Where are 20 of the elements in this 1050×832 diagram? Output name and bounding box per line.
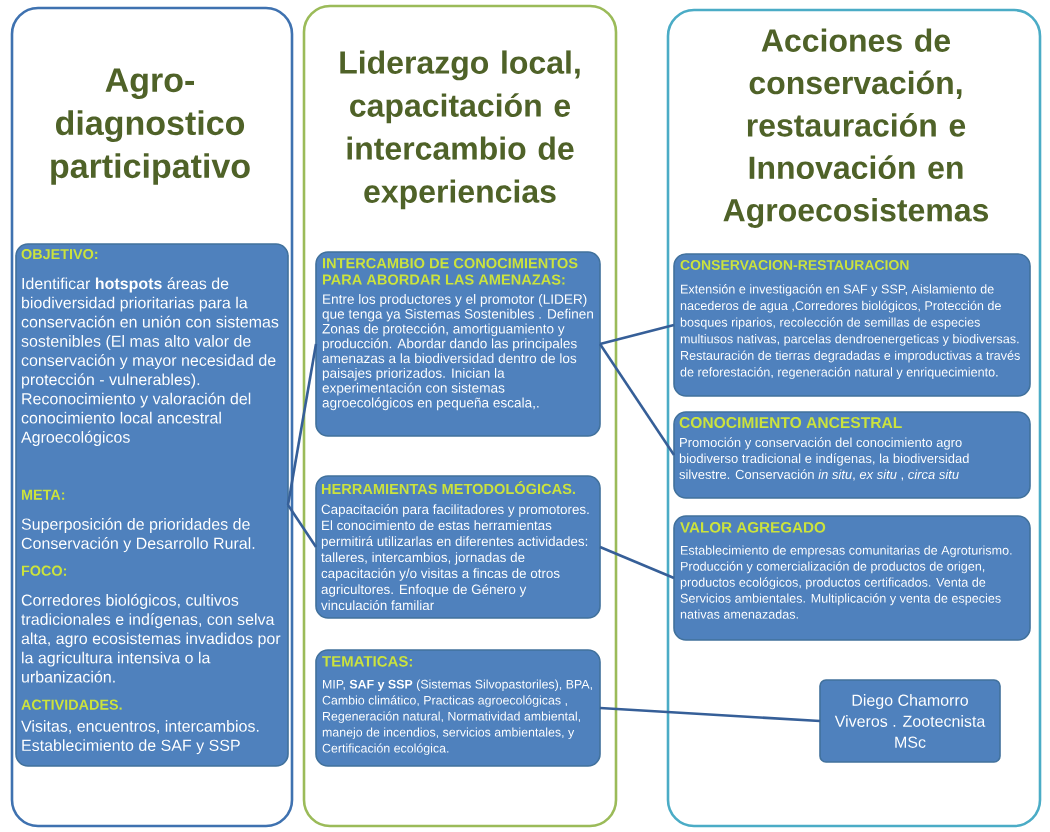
connector-line bbox=[598, 343, 676, 456]
section-text: Superposición de prioridades de Conservación y Desarrollo Rural. bbox=[21, 517, 255, 553]
info-box bbox=[673, 515, 1031, 641]
section-text: Corredores biológicos, cultivos tradicionales e indígenas, con selva alta, agro ecosistemas invadidos por la agricultura intensiva o la urbanización. bbox=[21, 593, 281, 683]
section-text: Identificar hotspots áreas de biodiversidad prioritarias para la conservación en unión con sistemas sostenibles (El mas alto valor de conservación y mayor necesidad de protección - vulnerables). Reconocimiento y valoración del conocimiento local ancestral Agroecológicos bbox=[21, 277, 279, 446]
info-box bbox=[315, 251, 601, 437]
column-title: Acciones de conservación, restauración e Innovación en Agroecosistemas bbox=[723, 28, 989, 228]
info-box bbox=[315, 649, 601, 767]
credit-box: Diego Chamorro Viveros . Zootecnista MSc bbox=[819, 679, 1001, 763]
connector-line bbox=[599, 706, 821, 723]
column-title: Liderazgo local, capacitación e intercambio de experiencias bbox=[340, 50, 580, 210]
info-box bbox=[315, 475, 601, 619]
connector-line bbox=[286, 504, 318, 548]
info-box bbox=[673, 411, 1031, 499]
connector-line bbox=[599, 323, 675, 346]
section-text: Visitas, encuentros, intercambios. Establecimiento de SAF y SSP bbox=[21, 720, 259, 755]
column-title: Agro-diagnostico participativo bbox=[51, 68, 250, 185]
connector-line bbox=[599, 545, 675, 580]
info-box bbox=[673, 253, 1031, 397]
info-panel bbox=[15, 243, 289, 767]
